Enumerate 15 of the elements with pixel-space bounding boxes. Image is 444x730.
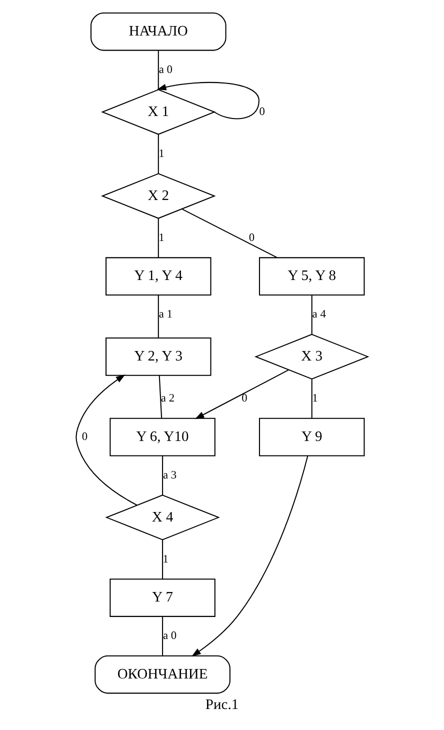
edge-label: 0 (248, 232, 255, 244)
edge-label: a 1 (158, 308, 172, 321)
edge-label: a 4 (312, 308, 326, 321)
caption: Рис.1 (205, 696, 239, 713)
edge-label: 1 (158, 148, 164, 160)
edge-label: a 0 (158, 64, 172, 76)
edge-label: 1 (162, 553, 169, 566)
edge-label: 1 (158, 232, 164, 244)
edge-label: a 3 (162, 469, 177, 482)
edge-label: a 2 (160, 392, 175, 405)
edge-label: 0 (259, 106, 265, 118)
edge-label: 0 (242, 392, 248, 405)
edge-label: a 0 (162, 630, 177, 642)
edge-label: 0 (82, 430, 88, 443)
edge-label: 1 (312, 392, 318, 405)
